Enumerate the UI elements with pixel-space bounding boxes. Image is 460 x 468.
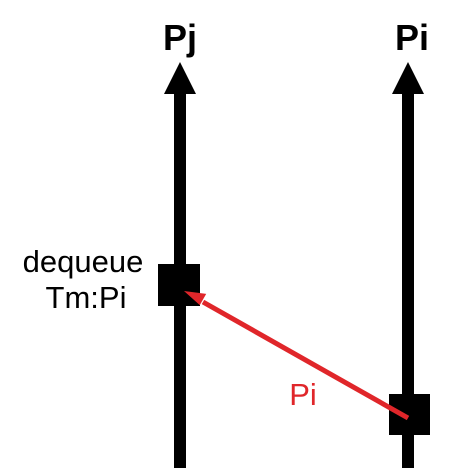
timeline-pj: Pj [163, 17, 197, 468]
receive-event-label-line2: Tm:Pi [46, 280, 127, 315]
process-label-pi: Pi [395, 17, 429, 58]
receive-event-box [158, 264, 200, 306]
message-arrow-head [184, 291, 207, 306]
message-arrow: Pi [184, 291, 410, 421]
message-label: Pi [289, 377, 317, 412]
send-event [389, 394, 430, 435]
process-label-pj: Pj [163, 17, 197, 58]
send-event-box [389, 394, 430, 435]
timeline-pj-arrowhead [164, 62, 196, 94]
receive-event: dequeue Tm:Pi [23, 244, 200, 315]
timeline-pi-arrowhead [392, 62, 424, 94]
message-arrow-line [201, 299, 410, 421]
receive-event-label-line1: dequeue [23, 244, 144, 279]
